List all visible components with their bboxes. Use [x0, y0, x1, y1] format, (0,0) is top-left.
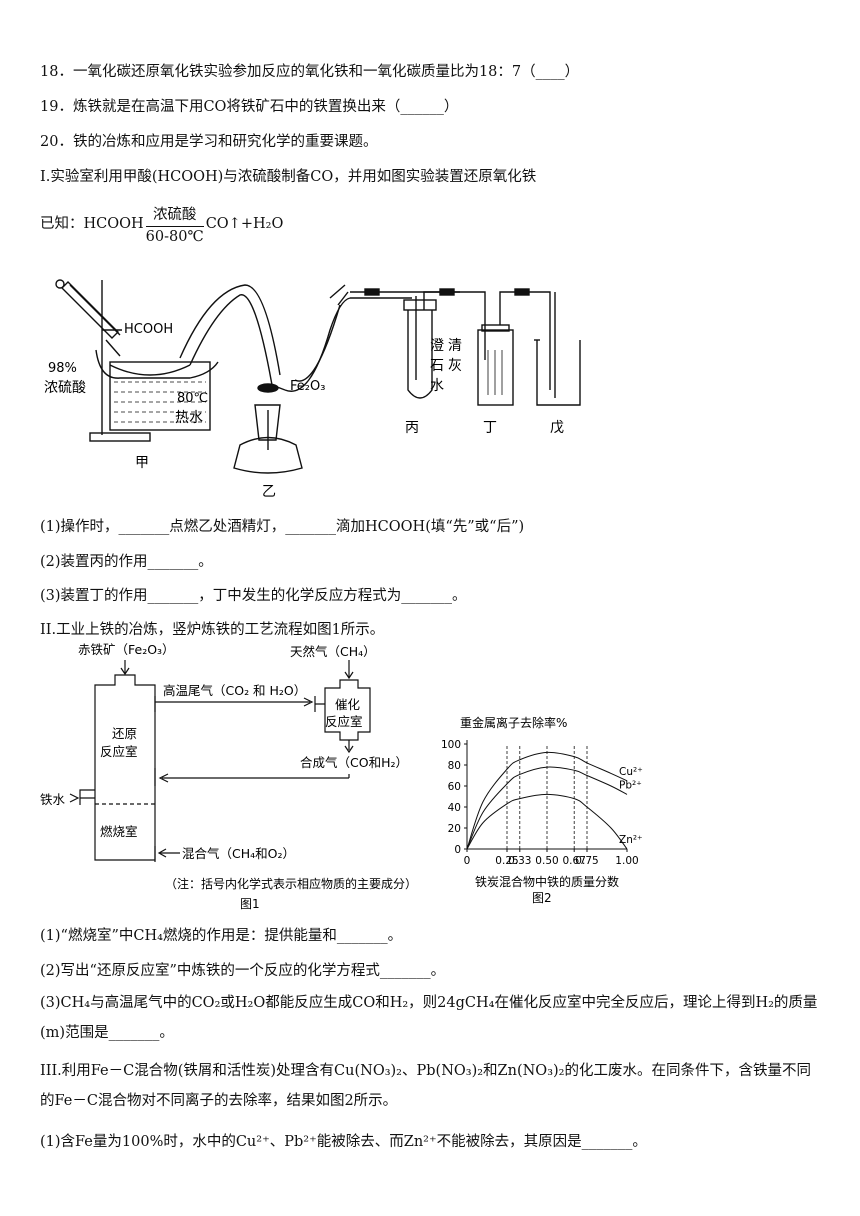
question-20: 20．铁的冶炼和应用是学习和研究化学的重要课题。	[40, 134, 378, 150]
label-bing: 丙	[405, 420, 419, 436]
label-ding: 丁	[483, 420, 497, 436]
label-limewater-5: 水	[430, 378, 444, 394]
series-line-1	[466, 766, 628, 850]
series-label-0: Cu²⁺	[619, 766, 643, 778]
series-label-1: Pb²⁺	[619, 779, 642, 791]
y-tick-label: 80	[448, 760, 461, 772]
part-ii-intro: II.工业上铁的冶炼，竖炉炼铁的工艺流程如图1所示。	[40, 622, 385, 638]
x-tick-label: 0.25	[495, 855, 518, 867]
label-wu: 戊	[550, 420, 564, 436]
label-limewater-3: 石	[430, 358, 444, 374]
series-line-2	[466, 793, 628, 850]
condition-bottom: 60-80℃	[145, 229, 204, 245]
known-products: CO↑+H₂O	[205, 216, 284, 232]
label-limewater-4: 灰	[448, 358, 462, 374]
flow-tail-gas: 高温尾气（CO₂ 和 H₂O）	[163, 683, 306, 698]
flow-catalytic-2: 反应室	[325, 714, 363, 729]
flow-natural-gas: 天然气（CH₄）	[290, 644, 376, 659]
label-acid-percent: 98%	[48, 361, 77, 376]
flow-note: （注：括号内化学式表示相应物质的主要成分）	[165, 876, 417, 891]
part-i-question-3: (3)装置丁的作用_______，丁中发生的化学反应方程式为_______。	[40, 588, 467, 604]
x-tick-label: 0.33	[508, 855, 531, 867]
apparatus-figure: HCOOH 98% 浓硫酸 80℃ 热水 Fe₂O₃ 澄 清 石 灰 水 甲 乙…	[44, 279, 581, 500]
flow-reduction-2: 反应室	[100, 744, 138, 759]
reaction-condition: 浓硫酸 60-80℃	[145, 203, 204, 245]
series-label-2: Zn²⁺	[619, 834, 643, 846]
label-limewater-1: 澄	[430, 338, 444, 354]
y-tick-label: 60	[448, 781, 461, 793]
part-iii-question-1: (1)含Fe量为100%时，水中的Cu²⁺、Pb²⁺能被除去、而Zn²⁺不能被除…	[40, 1134, 647, 1150]
removal-rate-chart: 重金属离子去除率% 0 20 40 60 80 100 0 0.250.33 0.50 0.670…	[441, 715, 643, 905]
y-tick-label: 0	[454, 844, 461, 856]
condition-top: 浓硫酸	[145, 203, 204, 227]
flow-mixed-gas: 混合气（CH₄和O₂）	[182, 846, 295, 861]
series-line-0	[466, 751, 628, 850]
chart-title: 重金属离子去除率%	[460, 715, 567, 730]
label-limewater-2: 清	[448, 338, 462, 354]
x-tick-label: 0.75	[575, 855, 598, 867]
x-tick-label: 1.00	[615, 855, 638, 867]
part-iii-intro: III.利用Fe－C混合物(铁屑和活性炭)处理含有Cu(NO₃)₂、Pb(NO₃…	[40, 1063, 811, 1109]
part-i-question-1: (1)操作时，_______点燃乙处酒精灯，_______滴加HCOOH(填“先…	[40, 519, 525, 535]
part-ii-question-1: (1)“燃烧室”中CH₄燃烧的作用是：提供能量和_______。	[40, 928, 403, 944]
x-tick-label: 0.67	[563, 855, 586, 867]
label-yi: 乙	[262, 484, 276, 500]
flow-reduction-1: 还原	[112, 726, 137, 741]
flow-combustion: 燃烧室	[100, 824, 138, 839]
x-tick-label: 0.50	[535, 855, 558, 867]
chart-ticks: 0 20 40 60 80 100 0 0.250.33 0.50 0.670.75 1.00	[441, 739, 639, 867]
chart-dashed-lines	[506, 746, 588, 849]
label-jia: 甲	[135, 455, 149, 471]
part-ii-question-2: (2)写出“还原反应室”中炼铁的一个反应的化学方程式_______。	[40, 963, 446, 979]
chart-caption: 图2	[532, 891, 552, 905]
part-ii-question-3: (3)CH₄与高温尾气中的CO₂或H₂O都能反应生成CO和H₂，则24gCH₄在…	[40, 995, 818, 1041]
question-18: 18．一氧化碳还原氧化铁实验参加反应的氧化铁和一氧化碳质量比为18：7（____…	[40, 64, 580, 80]
chart-series: Cu²⁺Pb²⁺ Zn²⁺	[466, 751, 643, 850]
question-19: 19．炼铁就是在高温下用CO将铁矿石中的铁置换出来（______）	[40, 99, 459, 115]
flow-diagram: 赤铁矿（Fe₂O₃） 天然气（CH₄） 高温尾气（CO₂ 和 H₂O） 催化 反…	[40, 642, 417, 911]
part-i-intro: I.实验室利用甲酸(HCOOH)与浓硫酸制备CO，并用如图实验装置还原氧化铁	[40, 169, 537, 185]
x-tick-label: 0	[464, 855, 471, 867]
label-water-temp: 80℃	[177, 391, 208, 406]
known-prefix: 已知：HCOOH	[40, 216, 144, 232]
label-acid-name: 浓硫酸	[44, 380, 86, 396]
flow-catalytic-1: 催化	[335, 697, 361, 712]
y-tick-label: 100	[441, 739, 461, 751]
label-fe2o3: Fe₂O₃	[290, 379, 325, 394]
flow-ore: 赤铁矿（Fe₂O₃）	[78, 642, 175, 657]
flow-iron: 铁水	[40, 792, 66, 807]
chart-xlabel: 铁炭混合物中铁的质量分数	[475, 874, 619, 889]
part-i-question-2: (2)装置丙的作用_______。	[40, 554, 213, 570]
flow-syngas: 合成气（CO和H₂）	[300, 755, 408, 770]
y-tick-label: 20	[448, 823, 461, 835]
label-hcooh: HCOOH	[124, 322, 173, 337]
label-water-name: 热水	[175, 410, 203, 426]
y-tick-label: 40	[448, 802, 461, 814]
flow-caption: 图1	[240, 897, 260, 911]
